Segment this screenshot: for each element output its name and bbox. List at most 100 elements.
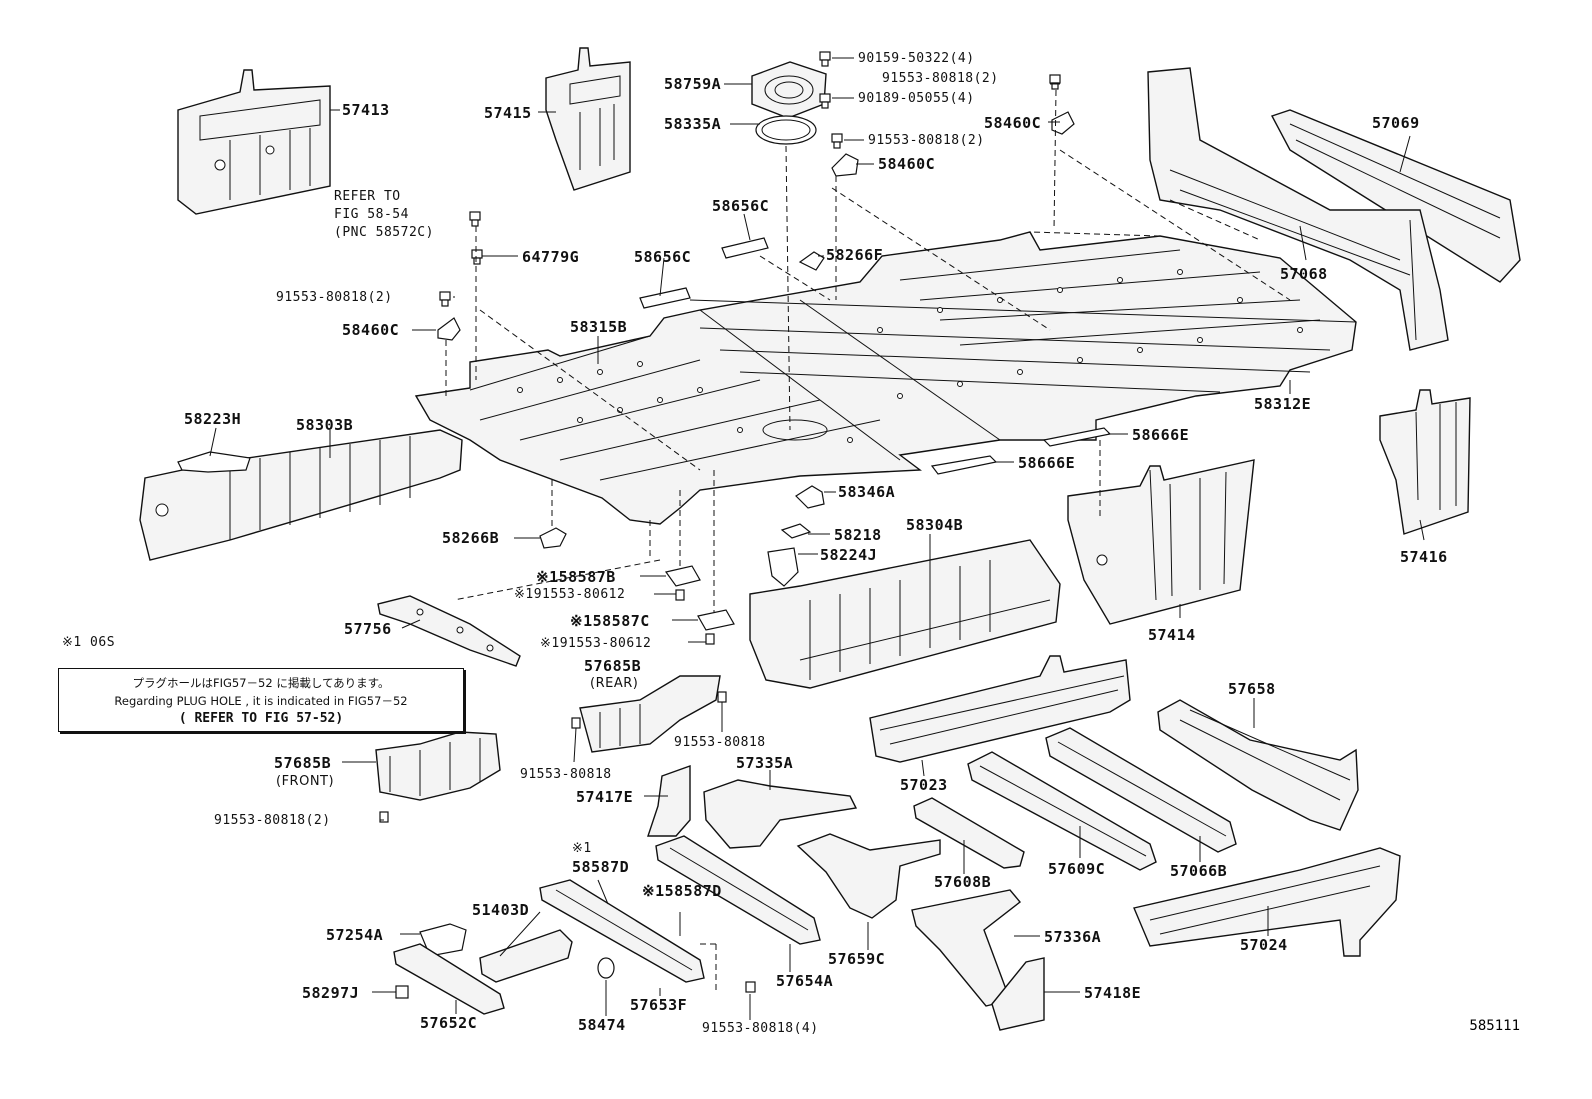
label-57066B: 57066B — [1170, 862, 1228, 880]
panel-57415 — [545, 47, 631, 191]
label-57685B-rear: 57685B — [584, 657, 642, 675]
crossmember-57069 — [1270, 109, 1521, 283]
label-58224J: 58224J — [820, 546, 878, 564]
label-57414: 57414 — [1148, 626, 1196, 644]
panel-57414 — [1067, 459, 1255, 625]
label-58266F: 58266F — [826, 246, 884, 264]
label-57652C: 57652C — [420, 1014, 478, 1032]
label-58266B: 58266B — [442, 529, 500, 547]
label-57335A: 57335A — [736, 754, 794, 772]
label-91553-80818-mid: 91553-80818(2) — [868, 133, 985, 148]
label-57658: 57658 — [1228, 680, 1276, 698]
label-58587D-b: ※158587D — [642, 882, 722, 900]
rail-57609C — [967, 751, 1157, 871]
crossmember-57658 — [1157, 699, 1359, 831]
rail-57024 — [1133, 847, 1401, 957]
label-58587C: ※158587C — [570, 612, 650, 630]
label-58587D-a-mark: ※1 — [572, 841, 592, 856]
label-58656C-a: 58656C — [712, 197, 770, 215]
label-rear: (REAR) — [590, 676, 639, 691]
label-58666E-b: 58666E — [1018, 454, 1076, 472]
label-57653F: 57653F — [630, 996, 688, 1014]
label-58223H: 58223H — [184, 410, 242, 428]
refer-line-1: REFER TO — [334, 189, 401, 204]
label-57254A: 57254A — [326, 926, 384, 944]
label-64779G: 64779G — [522, 248, 580, 266]
crossmember-57023 — [869, 655, 1131, 763]
label-57416: 57416 — [1400, 548, 1448, 566]
label-57023: 57023 — [900, 776, 948, 794]
pillar-57417E — [647, 765, 691, 837]
label-58304B: 58304B — [906, 516, 964, 534]
bracket-58266B — [539, 527, 567, 549]
label-91553-80818-bottom: 91553-80818(4) — [702, 1021, 819, 1036]
note-line-en: Regarding PLUG HOLE , it is indicated in… — [114, 694, 408, 708]
rail-57652C — [393, 943, 505, 1015]
label-58666E-a: 58666E — [1132, 426, 1190, 444]
note-line-jp: プラグホールはFIG57－52 に掲載してあります。 — [132, 676, 390, 690]
label-57418E: 57418E — [1084, 984, 1142, 1002]
cover-57685B-rear — [579, 675, 721, 753]
label-91553-80818-rear-l: 91553-80818 — [520, 767, 612, 782]
label-58315B: 58315B — [570, 318, 628, 336]
rail-58304B — [749, 539, 1061, 689]
bracket-57335A — [703, 779, 858, 849]
label-58346A: 58346A — [838, 483, 896, 501]
label-57413: 57413 — [342, 101, 390, 119]
crossmember-57068 — [1147, 67, 1449, 351]
panel-57413 — [177, 69, 331, 215]
bracket-57659C — [796, 833, 941, 919]
label-57336A: 57336A — [1044, 928, 1102, 946]
label-90159-50322: 90159-50322(4) — [858, 51, 975, 66]
label-57608B: 57608B — [934, 873, 992, 891]
label-91553-80612-a: ※191553-80612 — [514, 587, 626, 602]
label-91553-80818-top: 91553-80818(2) — [882, 71, 999, 86]
label-58474: 58474 — [578, 1016, 626, 1034]
label-91553-80818-rear-r: 91553-80818 — [674, 735, 766, 750]
legend-mark: ※1 06S — [62, 635, 116, 650]
bolt-icon — [439, 51, 1061, 307]
rail-57066B — [1045, 727, 1237, 853]
label-91553-80818-front: 91553-80818(2) — [214, 813, 331, 828]
bracket-58223H — [177, 451, 251, 473]
bracket-58266F — [798, 251, 825, 271]
label-57024: 57024 — [1240, 936, 1288, 954]
label-57609C: 57609C — [1048, 860, 1106, 878]
label-58303B: 58303B — [296, 416, 354, 434]
label-58460C-left: 58460C — [342, 321, 400, 339]
label-58759A: 58759A — [664, 75, 722, 93]
label-57415: 57415 — [484, 104, 532, 122]
label-57417E: 57417E — [576, 788, 634, 806]
reinforcement-57756 — [377, 595, 521, 667]
bracket-58224J — [767, 547, 799, 587]
rail-57608B — [913, 797, 1025, 869]
label-57654A: 57654A — [776, 972, 834, 990]
label-58312E: 58312E — [1254, 395, 1312, 413]
bracket-58656C — [639, 237, 769, 309]
gusset-58587 — [664, 565, 735, 645]
label-58460C-mid: 58460C — [878, 155, 936, 173]
label-58587B: ※158587B — [536, 568, 616, 586]
label-51403D: 51403D — [472, 901, 530, 919]
bracket-58460C — [437, 111, 1075, 341]
label-58656C-b: 58656C — [634, 248, 692, 266]
label-57659C: 57659C — [828, 950, 886, 968]
cover-57685B-front — [375, 731, 501, 801]
label-90189-05055: 90189-05055(4) — [858, 91, 975, 106]
main-floor-pan — [414, 231, 1357, 525]
plate-58759A — [751, 61, 827, 119]
label-57685B-front: 57685B — [274, 754, 332, 772]
pillar-57416 — [1379, 389, 1471, 535]
label-front: (FRONT) — [276, 774, 335, 789]
note-box: プラグホールはFIG57－52 に掲載してあります。 Regarding PLU… — [58, 668, 464, 732]
rail-58303B — [139, 429, 463, 561]
refer-line-2: FIG 58-54 — [334, 207, 409, 222]
rail-57653F — [539, 879, 705, 983]
label-58335A: 58335A — [664, 115, 722, 133]
label-57069: 57069 — [1372, 114, 1420, 132]
bracket-58218 — [780, 523, 812, 539]
assembly-lines — [445, 89, 1291, 990]
label-57068: 57068 — [1280, 265, 1328, 283]
pillar-57418E — [991, 957, 1045, 1031]
